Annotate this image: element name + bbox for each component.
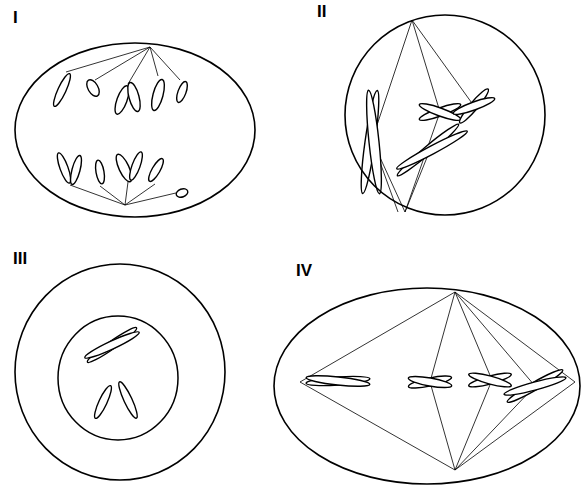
cell-outline <box>5 250 230 486</box>
cell-membrane <box>274 288 580 484</box>
cell-membrane <box>15 264 225 480</box>
cell: I <box>5 3 267 221</box>
cell-label: III <box>11 250 29 269</box>
cell-membrane <box>15 43 255 217</box>
spindle-fibres <box>372 20 474 212</box>
spindle-fibres <box>300 292 575 470</box>
cell-outline <box>268 262 584 488</box>
cell-outline <box>5 3 267 221</box>
chromosomes <box>306 367 567 406</box>
cell: II <box>315 3 552 218</box>
cell-label: II <box>315 3 328 22</box>
nucleus <box>58 316 178 440</box>
cell: III <box>5 250 230 486</box>
spindle-fibres <box>66 47 180 205</box>
cell-outline <box>315 3 552 218</box>
cell-membrane <box>345 15 545 215</box>
chromosomes <box>51 72 190 199</box>
cell: IV <box>268 262 584 488</box>
cell-label: I <box>11 9 20 28</box>
cell-label: IV <box>294 262 314 281</box>
chromosomes <box>358 87 496 195</box>
